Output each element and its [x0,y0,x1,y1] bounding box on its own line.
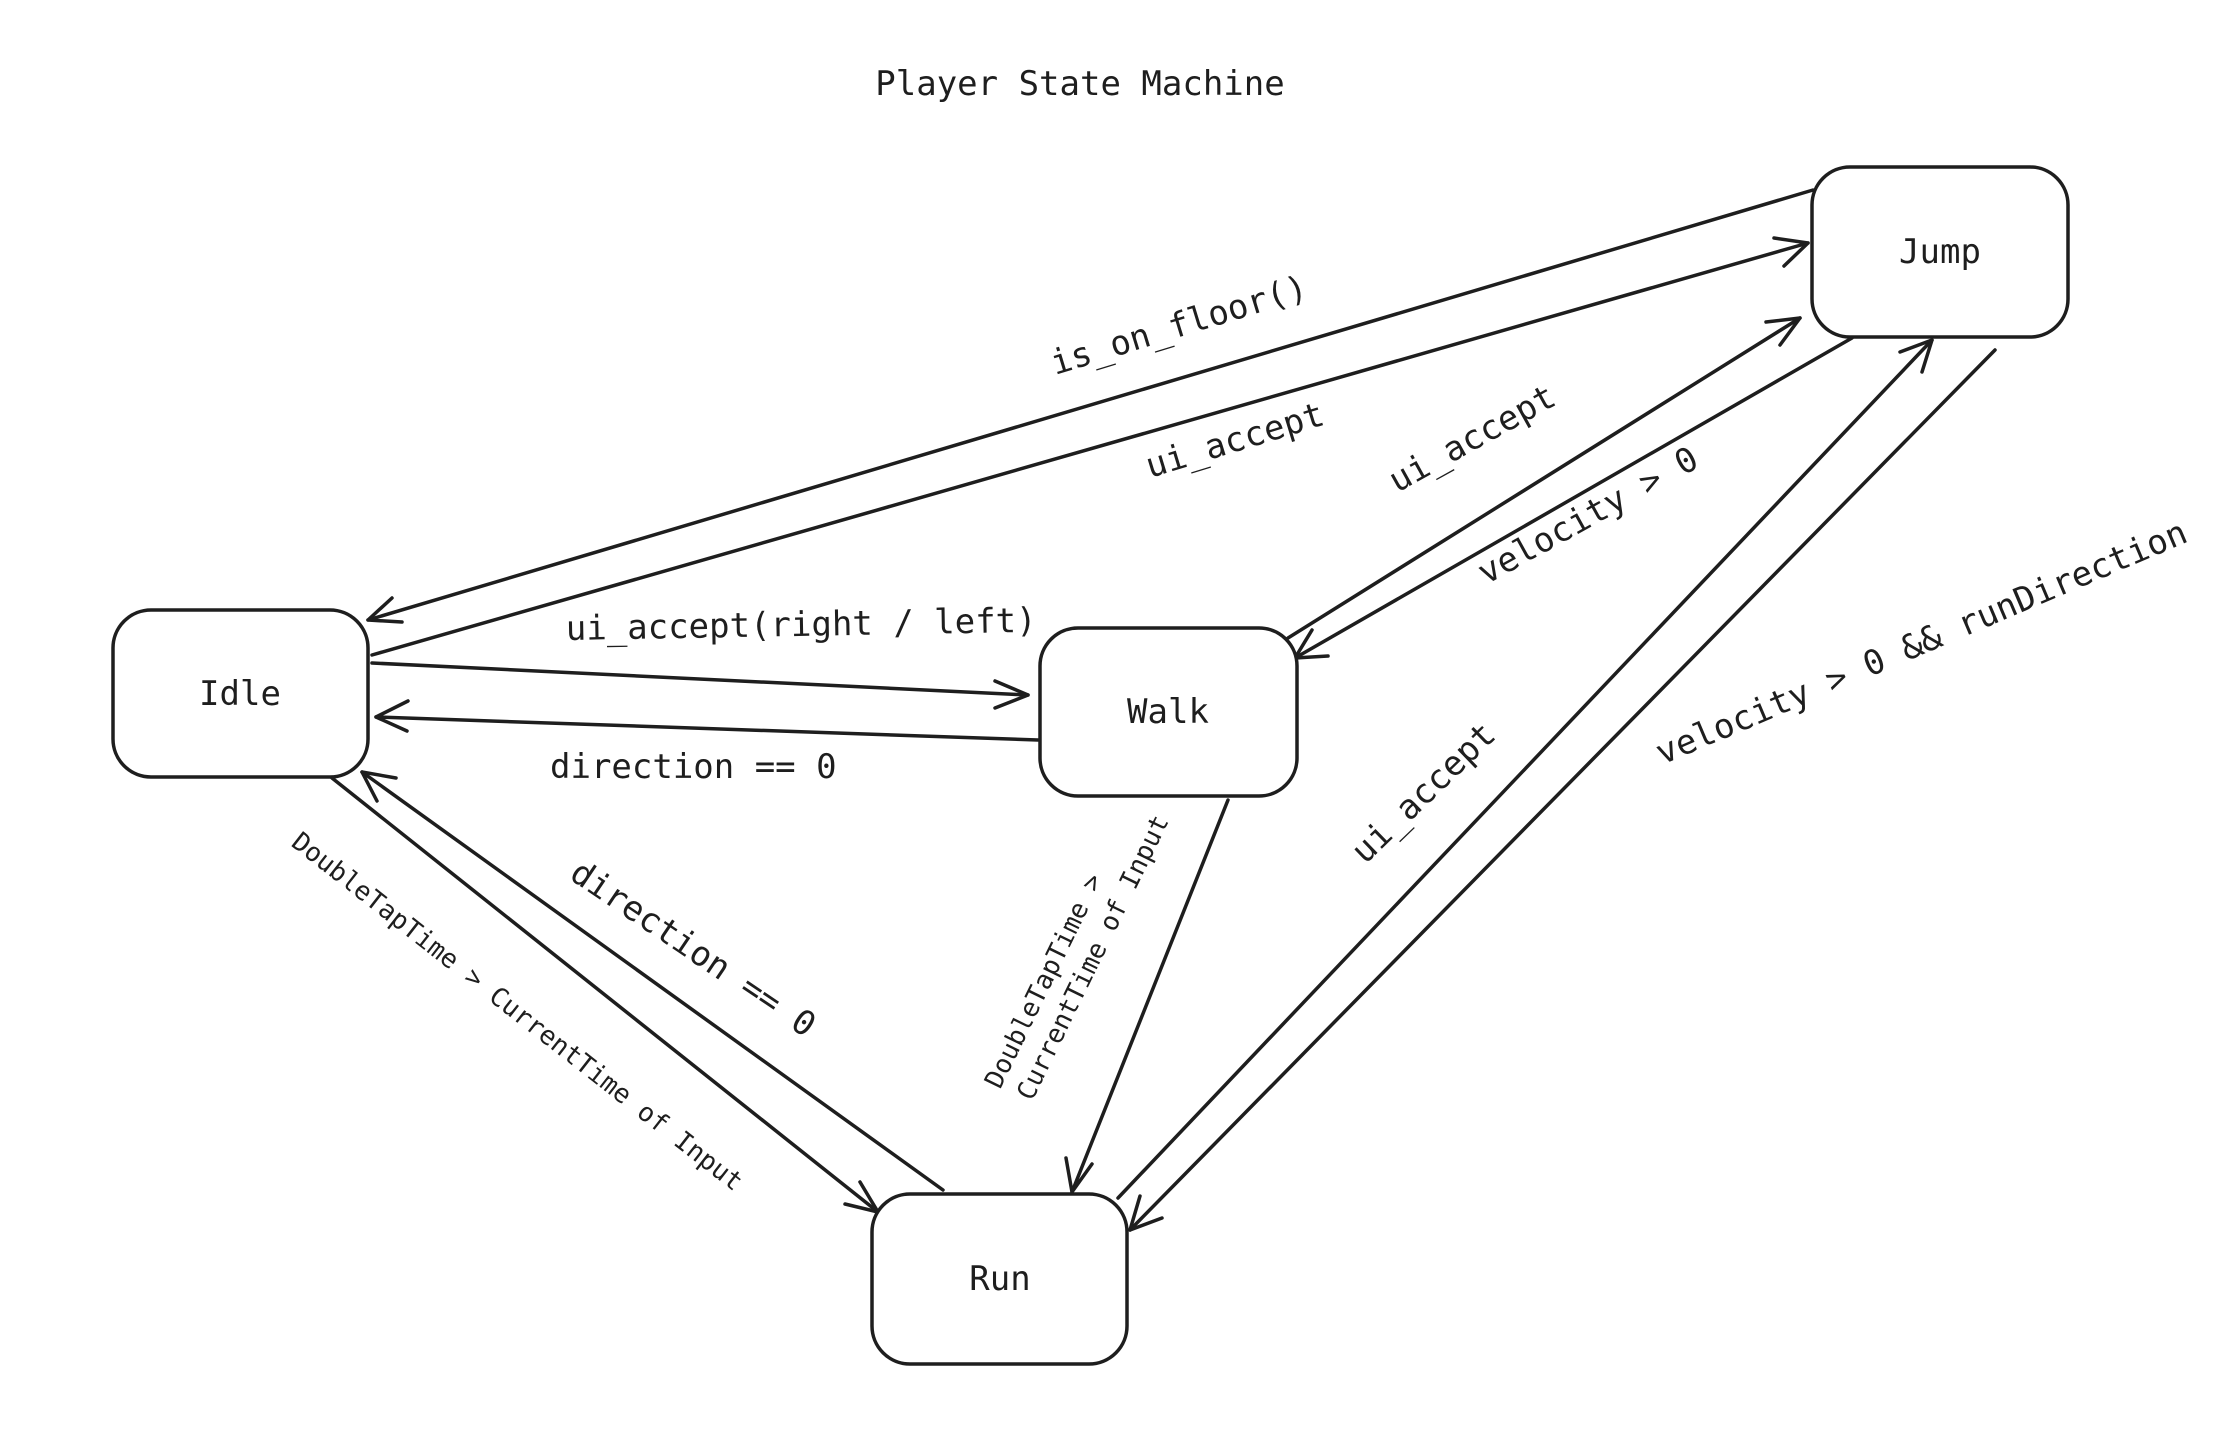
label-run-to-idle: direction == 0 [563,852,823,1045]
node-jump-label: Jump [1899,232,1981,272]
arrow-head-idle-to-jump [1772,236,1810,268]
diagram-title: Player State Machine [875,64,1284,104]
node-run: Run [870,1192,1129,1366]
edges [330,188,1997,1232]
edge-jump-to-walk [1293,336,1854,660]
arrow-head-jump-to-idle [366,596,404,624]
arrow-head-walk-to-idle [374,699,410,733]
label-run-to-jump: ui_accept [1343,715,1503,872]
edge-walk-to-jump [1286,316,1802,640]
node-jump: Jump [1810,165,2070,339]
node-walk: Walk [1038,626,1299,798]
node-idle-label: Idle [199,674,281,714]
node-walk-box [1038,626,1299,798]
arrow-head-walk-to-run [1064,1156,1094,1194]
node-run-box [870,1192,1129,1366]
node-idle: Idle [111,608,370,779]
node-run-label: Run [969,1259,1030,1299]
edge-jump-to-idle [366,188,1815,622]
label-idle-to-walk: ui_accept(right / left) [565,601,1036,649]
edge-idle-to-walk [370,661,1030,697]
edge-walk-to-run [1070,798,1230,1194]
edge-idle-to-run [330,776,880,1214]
arrow-head-jump-to-run [1128,1194,1164,1232]
edge-run-to-jump [1116,338,1934,1200]
label-walk-to-idle: direction == 0 [550,747,837,787]
edge-jump-to-run [1128,348,1997,1232]
node-idle-box [111,608,370,779]
label-walk-to-run-line2: CurrentTime of Input [1011,811,1175,1106]
edge-walk-to-idle [374,715,1040,742]
arrow-head-idle-to-walk [993,679,1030,710]
arrow-head-run-to-idle [360,770,398,803]
arrow-head-walk-to-jump [1764,316,1802,347]
edge-idle-to-jump [370,241,1810,657]
arrow-head-run-to-jump [1898,338,1934,374]
edge-run-to-idle [360,770,945,1192]
label-jump-to-walk: velocity > 0 [1471,439,1705,593]
node-jump-box [1810,165,2070,339]
label-jump-to-idle: is_on_floor() [1046,268,1312,384]
node-walk-label: Walk [1127,692,1209,732]
